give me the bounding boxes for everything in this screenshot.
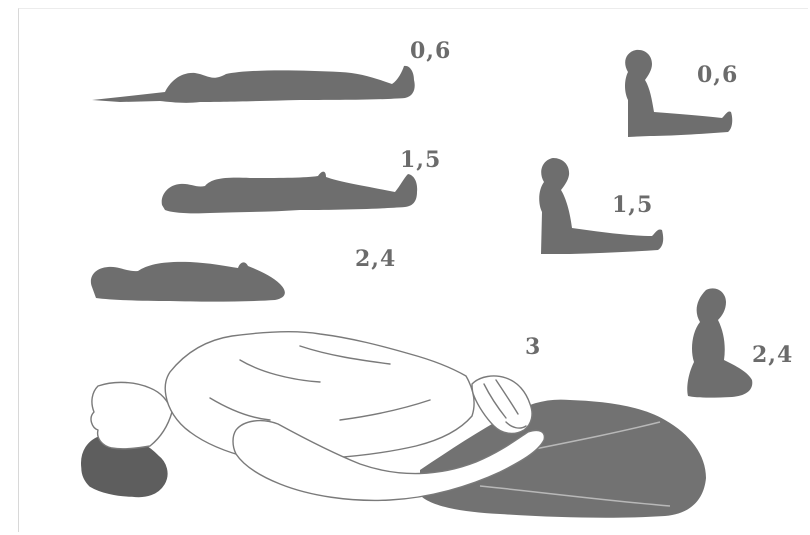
label-center: 3 xyxy=(525,334,541,360)
lying-silhouette-knees-bent xyxy=(91,262,285,302)
figure-hands xyxy=(472,376,532,433)
lying-silhouette-knees-slight xyxy=(162,172,417,214)
figure-torso xyxy=(165,332,474,460)
label-sitting-top: 0,6 xyxy=(697,62,738,88)
label-lying-bottom: 2,4 xyxy=(355,246,396,272)
label-sitting-bottom: 2,4 xyxy=(752,342,793,368)
figure-face xyxy=(91,382,172,448)
sketched-reclining-figure xyxy=(82,332,545,501)
label-sitting-mid: 1,5 xyxy=(612,192,653,218)
label-lying-top: 0,6 xyxy=(410,38,451,64)
sitting-silhouette-kneeling xyxy=(687,288,752,397)
lying-silhouette-flat xyxy=(92,66,415,103)
label-lying-mid: 1,5 xyxy=(400,147,441,173)
